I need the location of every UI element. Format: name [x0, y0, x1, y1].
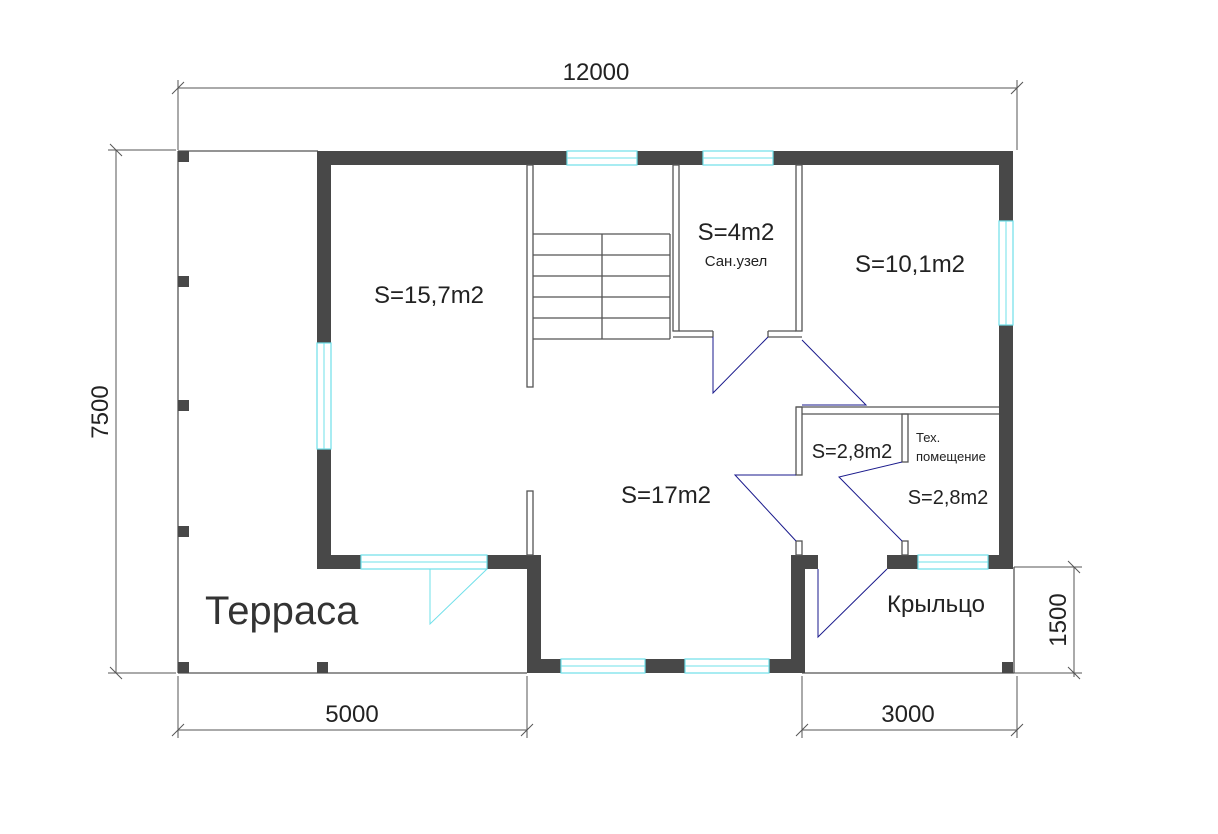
dimension-total-width: 12000 — [563, 59, 630, 86]
door-swings — [429, 336, 903, 639]
tech-room-label-line2: помещение — [916, 449, 986, 464]
dimension-lines — [108, 80, 1082, 738]
staircase — [533, 233, 671, 340]
bedroom-area: S=10,1m2 — [855, 251, 965, 278]
hall-area: S=17m2 — [621, 482, 711, 509]
storage-area: S=2,8m2 — [812, 441, 893, 463]
porch-label: Крыльцо — [887, 591, 985, 618]
windows — [316, 150, 1014, 674]
interior-partitions — [526, 164, 999, 556]
terrace-label: Терраса — [205, 589, 359, 633]
living-room-area: S=15,7m2 — [374, 282, 484, 309]
bathroom-label: Сан.узел — [705, 253, 768, 270]
porch-outline — [802, 567, 1015, 674]
dimension-porch-depth: 1500 — [1045, 593, 1072, 646]
bathroom-area: S=4m2 — [698, 219, 775, 246]
dimension-porch-width: 3000 — [881, 701, 934, 728]
tech-room-label-line1: Тех. — [916, 430, 940, 445]
dimension-total-depth: 7500 — [87, 385, 114, 438]
terrace-outline — [177, 150, 527, 674]
tech-room-area: S=2,8m2 — [908, 487, 989, 509]
dimension-terrace-width: 5000 — [325, 701, 378, 728]
